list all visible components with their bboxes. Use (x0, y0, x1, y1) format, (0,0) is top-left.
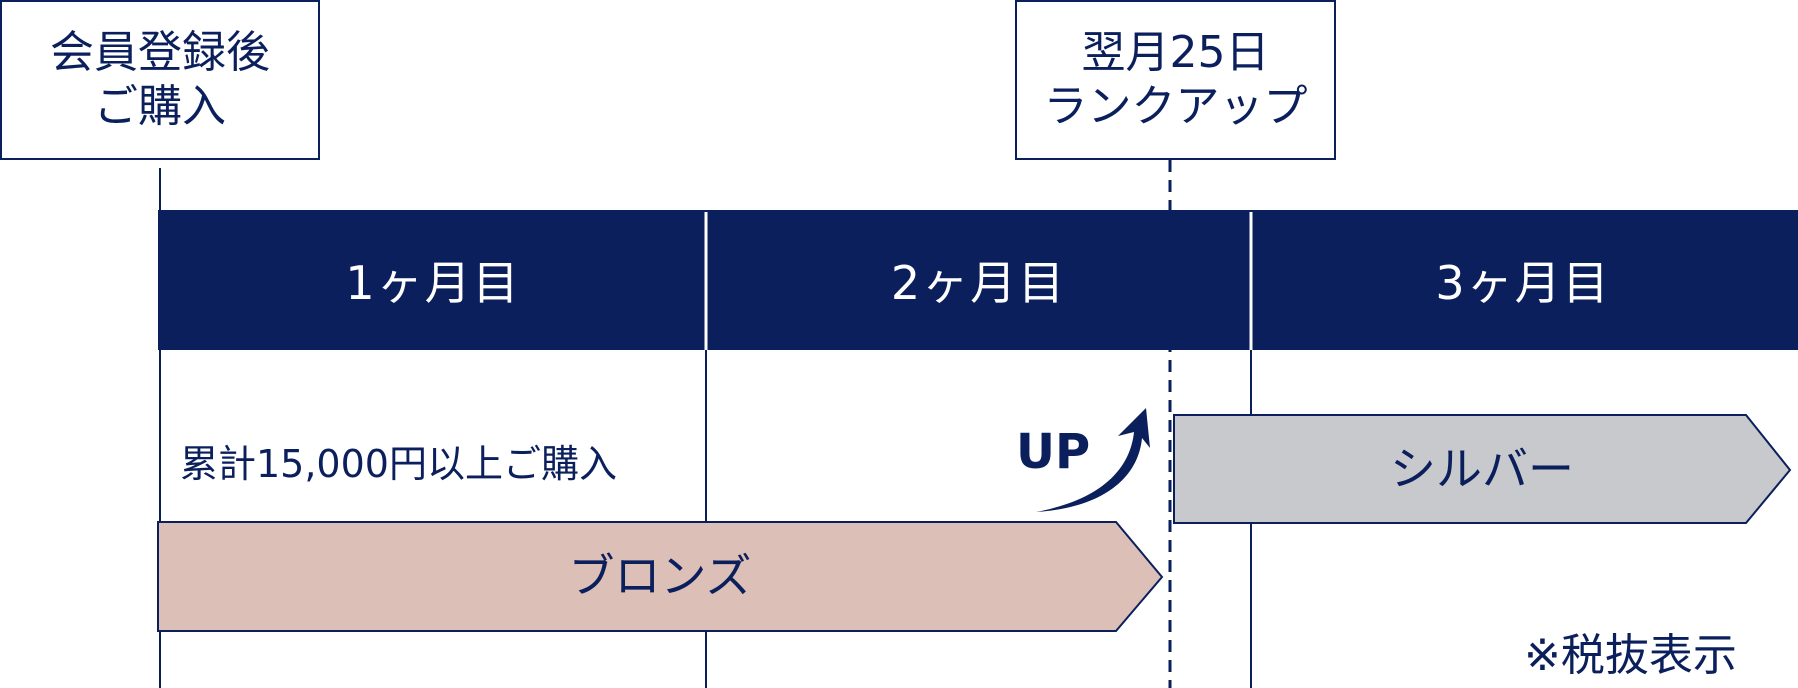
month-cell-2: 2ヶ月目 (706, 210, 1251, 350)
month-label-3: 3ヶ月目 (1435, 256, 1611, 310)
bronze-rank-label: ブロンズ (568, 549, 752, 603)
bronze-rank-arrow (157, 521, 1164, 632)
condition-text: 累計15,000円以上ご購入 (180, 442, 617, 486)
start-label-line2: ご購入 (94, 81, 226, 132)
tax-note: ※税抜表示 (1524, 630, 1737, 681)
start-label-line1: 会員登録後 (50, 27, 270, 78)
rankup-label-box: 翌月25日 ランクアップ (1015, 0, 1336, 160)
month-cell-3: 3ヶ月目 (1251, 210, 1795, 350)
start-label-box: 会員登録後 ご購入 (0, 0, 320, 160)
rankup-label-line1: 翌月25日 (1081, 27, 1270, 78)
up-arrow-icon (1036, 408, 1150, 512)
up-label: UP (1016, 424, 1091, 480)
month-cell-1: 1ヶ月目 (160, 210, 706, 350)
month-label-1: 1ヶ月目 (345, 256, 521, 310)
month-header-band (158, 210, 1798, 350)
rankup-label-line2: ランクアップ (1043, 81, 1308, 132)
silver-rank-arrow (1173, 414, 1792, 524)
silver-rank-label: シルバー (1390, 442, 1574, 496)
month-label-2: 2ヶ月目 (890, 256, 1067, 310)
